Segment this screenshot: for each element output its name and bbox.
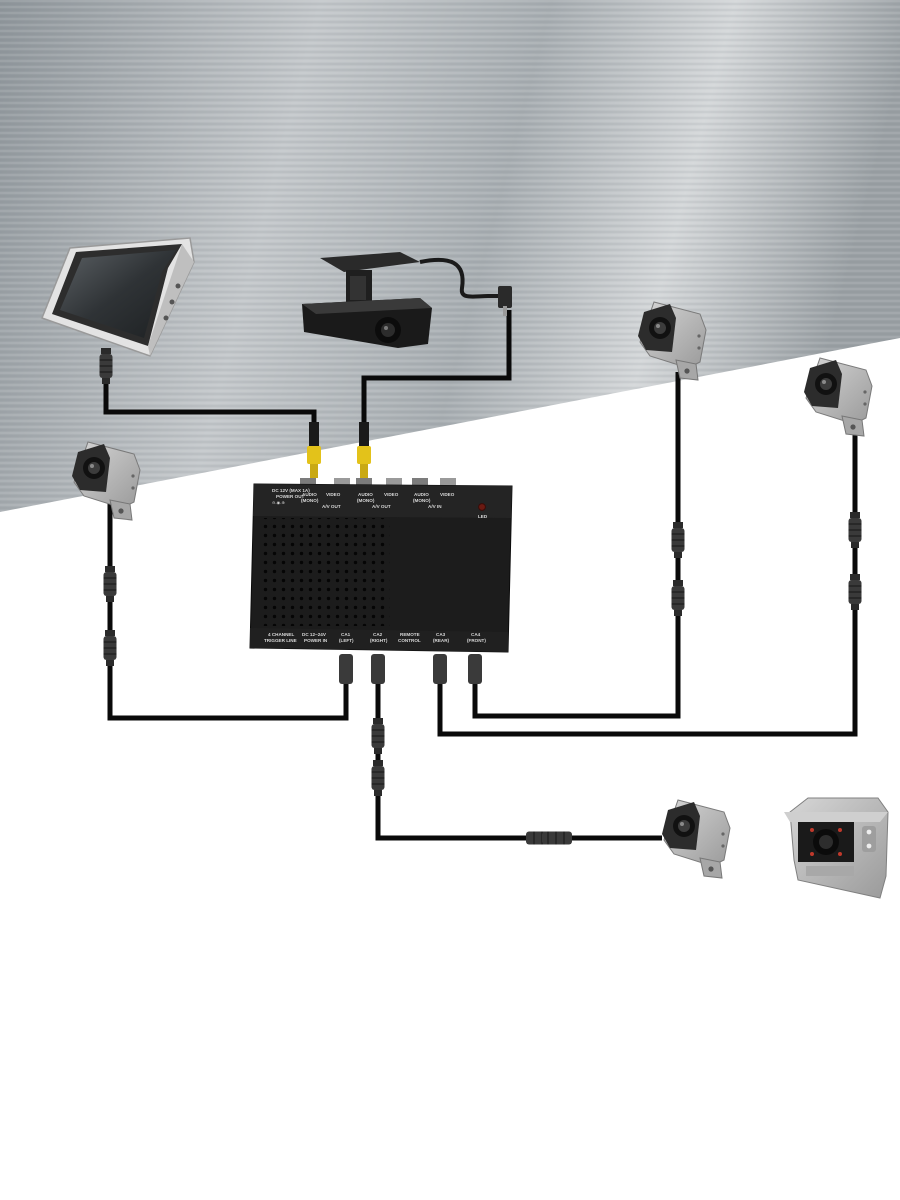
label-audio-mono-2: (MONO)	[357, 498, 375, 503]
vent-grille	[262, 518, 390, 626]
wire-ca1	[107, 500, 349, 721]
label-ca2: CA2	[373, 632, 383, 637]
label-video: VIDEO	[326, 492, 341, 497]
label-trigger-2: TRIGGER LINE	[264, 638, 297, 643]
connector-icon	[542, 831, 572, 845]
label-audio-mono: AUDIO	[414, 492, 429, 497]
label-video: VIDEO	[384, 492, 399, 497]
connector-icon	[103, 629, 117, 667]
label-av-out: A/V OUT	[322, 504, 341, 509]
connector-icon	[671, 579, 685, 617]
rca-plug-icon	[357, 422, 371, 486]
connector-icon	[433, 654, 447, 684]
side-camera-icon	[803, 357, 873, 437]
monitor-icon	[41, 237, 195, 357]
label-audio-mono-2: (MONO)	[413, 498, 431, 503]
label-audio-mono-2: (MONO)	[301, 498, 319, 503]
label-trigger: 4 CHANNEL	[268, 632, 294, 637]
connector-icon	[103, 565, 117, 603]
power-out-symbol: ⊖-◉-⊕	[272, 500, 285, 505]
label-av-in: A/V IN	[428, 504, 442, 509]
rca-plug-icon	[307, 422, 321, 486]
label-power-in-2: POWER IN	[304, 638, 328, 643]
wire-ca2-a	[375, 668, 532, 841]
label-ca4-2: (FRONT)	[467, 638, 486, 643]
connector-icon	[468, 654, 482, 684]
connector-icon	[848, 511, 862, 549]
connector-icon	[848, 573, 862, 611]
label-power-out-2: POWER OUT	[276, 494, 305, 499]
label-led: LED	[478, 514, 488, 519]
led-indicator	[478, 503, 486, 511]
side-camera-icon	[661, 799, 731, 879]
control-box: DC 12V (MAX 1A) POWER OUT ⊖-◉-⊕ AUDIO (M…	[249, 478, 513, 653]
label-av-out: A/V OUT	[372, 504, 391, 509]
label-ca4: CA4	[471, 632, 481, 637]
label-ca1-2: (LEFT)	[339, 638, 354, 643]
label-ca3-2: (REAR)	[433, 638, 450, 643]
label-audio-mono: AUDIO	[358, 492, 373, 497]
label-audio-mono: AUDIO	[302, 492, 317, 497]
inline-connectors	[99, 347, 862, 845]
label-video: VIDEO	[440, 492, 455, 497]
connector-icon	[339, 654, 353, 684]
side-camera-icon	[71, 441, 141, 521]
label-ca2-2: (RIGHT)	[370, 638, 388, 643]
wire-dashcam	[361, 310, 512, 452]
connector-icon	[371, 717, 385, 755]
label-remote: REMOTE	[400, 632, 420, 637]
dashcam-icon	[302, 252, 512, 348]
metal-texture	[0, 0, 900, 512]
connector-icon	[371, 654, 385, 684]
label-ca1: CA1	[341, 632, 351, 637]
rear-camera-icon	[784, 797, 889, 899]
connector-icon	[371, 759, 385, 797]
label-ca3: CA3	[436, 632, 446, 637]
label-remote-2: CONTROL	[398, 638, 421, 643]
label-power-out: DC 12V (MAX 1A)	[272, 488, 310, 493]
label-power-in: DC 12~24V	[302, 632, 327, 637]
connector-icon	[671, 521, 685, 559]
